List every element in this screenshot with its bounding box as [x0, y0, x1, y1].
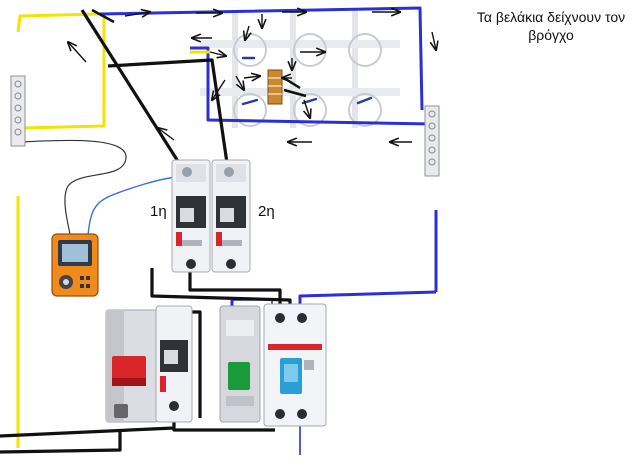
caption: Τα βελάκια δείχνουν τον βρόγχο — [462, 8, 640, 44]
rcd-icon — [263, 303, 327, 427]
main-switch-icon — [105, 309, 159, 423]
connector-block-icon — [267, 69, 307, 105]
junction-grid — [200, 10, 400, 128]
circuit-breaker-icon — [171, 159, 211, 273]
caption-line-2: βρόγχο — [528, 27, 574, 43]
probe-leads — [21, 139, 185, 237]
caption-line-1: Τα βελάκια δείχνουν τον — [476, 9, 626, 25]
indicator-module-icon — [219, 305, 261, 423]
breaker-label-first: 1η — [150, 203, 167, 220]
terminal-block-icon — [424, 105, 440, 177]
breaker-label-second: 2η — [258, 203, 275, 220]
phase-wire — [16, 12, 210, 448]
multimeter-icon — [51, 233, 99, 297]
terminal-block-icon — [10, 75, 26, 147]
circuit-breaker-icon — [211, 159, 251, 273]
switch-contacts — [241, 56, 373, 106]
loop-arrows — [68, 12, 436, 142]
circuit-breaker-icon — [155, 305, 193, 423]
earth-wire-junction — [91, 8, 115, 24]
